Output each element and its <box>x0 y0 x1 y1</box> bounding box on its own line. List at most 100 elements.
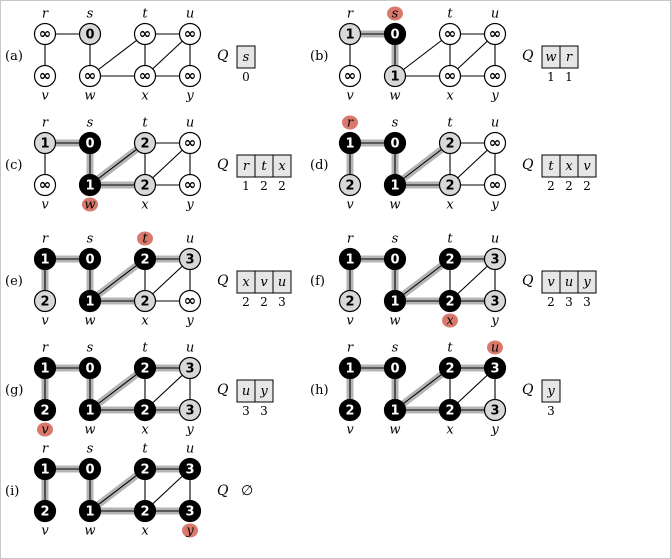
vertex-name-v: v <box>41 423 49 438</box>
vertex-name-v: v <box>41 198 49 213</box>
vertex-name-v: v <box>346 198 354 213</box>
vertex-t <box>438 22 462 46</box>
vertex-w <box>383 64 407 88</box>
vertex-r <box>33 131 57 155</box>
queue-item-v: v <box>583 159 591 174</box>
queue-distance: 1 <box>547 70 555 84</box>
vertex-distance-s: 0 <box>390 362 399 377</box>
current-vertex-marker <box>487 340 503 355</box>
queue-item-s: s <box>243 50 250 65</box>
vertex-name-u: u <box>186 116 194 131</box>
vertex-distance-u: ∞ <box>184 25 197 43</box>
vertex-distance-w: 1 <box>85 179 94 194</box>
vertex-name-u: u <box>491 7 499 22</box>
vertex-distance-y: 3 <box>490 295 499 310</box>
current-vertex-marker <box>82 197 98 212</box>
vertex-name-v: v <box>41 314 49 329</box>
vertex-name-s: s <box>87 232 94 247</box>
queue-distance: 3 <box>583 295 591 309</box>
vertex-name-s: s <box>392 232 399 247</box>
panel-label: (i) <box>5 484 19 499</box>
vertex-name-v: v <box>346 314 354 329</box>
vertex-x <box>133 289 157 313</box>
current-vertex-marker <box>387 6 403 21</box>
vertex-w <box>78 289 102 313</box>
vertex-u <box>483 356 507 380</box>
queue-item-y: y <box>259 384 268 399</box>
vertex-name-y: y <box>185 314 194 329</box>
edge-w-t <box>394 33 451 77</box>
queue-distance: 0 <box>242 70 250 84</box>
vertex-s <box>78 22 102 46</box>
queue-distance: 2 <box>565 179 573 193</box>
vertex-v <box>338 64 362 88</box>
vertex-name-y: y <box>490 89 499 104</box>
vertex-r <box>338 131 362 155</box>
vertex-name-y: y <box>185 524 194 539</box>
vertex-distance-v: ∞ <box>39 176 52 194</box>
queue-symbol: Q <box>217 483 229 499</box>
edge-w-t <box>89 468 146 512</box>
vertex-y <box>178 173 202 197</box>
vertex-w <box>78 64 102 88</box>
queue-distance: 1 <box>565 70 573 84</box>
vertex-distance-r: 1 <box>345 253 354 268</box>
vertex-name-y: y <box>185 198 194 213</box>
queue-symbol: Q <box>217 273 229 289</box>
edge-w-t <box>89 367 146 411</box>
vertex-distance-u: ∞ <box>489 134 502 152</box>
panel-label: (b) <box>310 49 328 64</box>
vertex-v <box>33 173 57 197</box>
vertex-distance-v: 2 <box>345 295 354 310</box>
vertex-name-t: t <box>447 341 453 356</box>
queue-symbol: Q <box>522 48 534 64</box>
vertex-distance-s: 0 <box>85 137 94 152</box>
queue-cell <box>559 45 579 69</box>
vertex-y <box>178 289 202 313</box>
vertex-name-y: y <box>490 198 499 213</box>
vertex-y <box>178 64 202 88</box>
queue-item-x: x <box>242 275 250 290</box>
vertex-distance-v: 2 <box>40 295 49 310</box>
vertex-distance-y: ∞ <box>184 67 197 85</box>
queue-distance: 2 <box>583 179 591 193</box>
vertex-distance-s: 0 <box>390 28 399 43</box>
panel-label: (c) <box>5 158 22 173</box>
panel-label: (h) <box>310 383 329 398</box>
vertex-name-x: x <box>141 314 149 329</box>
vertex-u <box>483 131 507 155</box>
vertex-x <box>133 499 157 523</box>
vertex-distance-t: 2 <box>140 253 149 268</box>
queue-item-y: y <box>546 384 555 399</box>
vertex-t <box>133 131 157 155</box>
vertex-u <box>178 247 202 271</box>
vertex-u <box>178 457 202 481</box>
panel-label: (e) <box>5 274 23 289</box>
vertex-distance-t: 2 <box>445 253 454 268</box>
vertex-distance-x: ∞ <box>139 67 152 85</box>
vertex-distance-w: 1 <box>390 404 399 419</box>
vertex-u <box>178 356 202 380</box>
queue-empty-symbol: ∅ <box>241 483 253 499</box>
queue-cell <box>254 379 274 403</box>
queue-item-r: r <box>243 159 250 174</box>
queue-distance: 3 <box>565 295 573 309</box>
vertex-distance-x: 2 <box>445 404 454 419</box>
vertex-distance-y: ∞ <box>184 176 197 194</box>
edge-w-t <box>394 142 451 186</box>
current-vertex-marker <box>137 231 153 246</box>
vertex-x <box>438 173 462 197</box>
vertex-name-w: w <box>84 89 95 104</box>
vertex-name-s: s <box>87 7 94 22</box>
vertex-s <box>383 247 407 271</box>
current-vertex-marker <box>37 422 53 437</box>
queue-item-u: u <box>278 275 286 290</box>
vertex-y <box>483 173 507 197</box>
vertex-name-w: w <box>389 314 400 329</box>
